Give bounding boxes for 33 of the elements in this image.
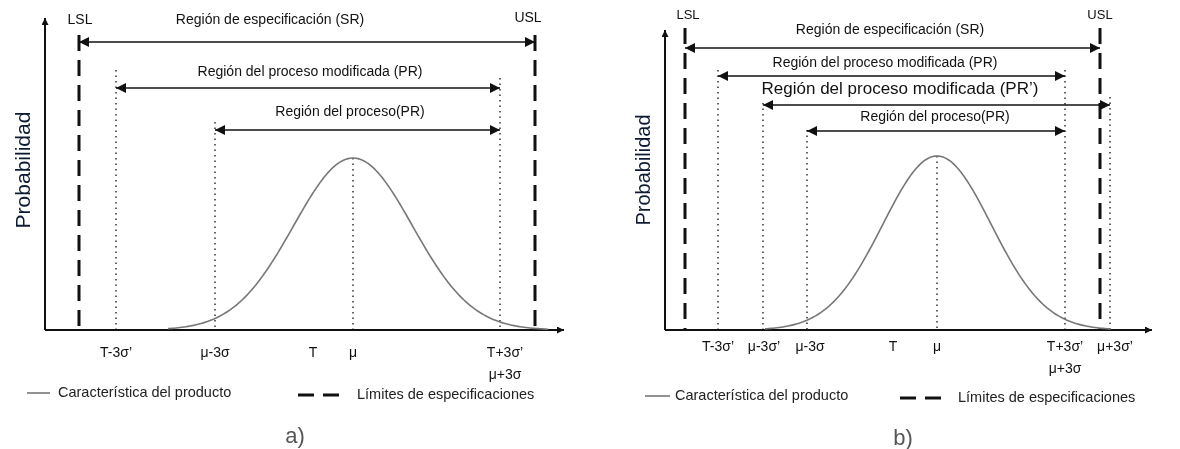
label: Región del proceso modificada (PR) bbox=[772, 55, 998, 69]
label: μ bbox=[348, 345, 358, 359]
label: Región de especificación (SR) bbox=[175, 12, 365, 26]
axis-label: Probabilidad bbox=[633, 114, 653, 226]
label: T-3σ’ bbox=[100, 345, 132, 359]
label: T+3σ’ bbox=[1046, 339, 1084, 353]
legend-text: Límites de especificaciones bbox=[357, 387, 535, 402]
label: T-3σ’ bbox=[702, 339, 734, 353]
label: Región del proceso modificada (PR’) bbox=[761, 80, 1039, 97]
label: Región del proceso(PR) bbox=[275, 104, 425, 118]
label: LSL bbox=[676, 8, 700, 21]
legend-text: Característica del producto bbox=[58, 385, 232, 400]
panel-label: b) bbox=[893, 427, 913, 449]
label: USL bbox=[514, 10, 542, 24]
label: μ+3σ bbox=[488, 367, 522, 381]
label: T+3σ’ bbox=[486, 345, 524, 359]
label: Región de especificación (SR) bbox=[795, 22, 985, 36]
label: μ-3σ’ bbox=[747, 339, 781, 353]
label: μ+3σ’ bbox=[1097, 339, 1133, 353]
label: T bbox=[888, 339, 898, 353]
panel-label: a) bbox=[285, 425, 305, 447]
label: LSL bbox=[67, 12, 93, 26]
legend-text: Característica del producto bbox=[675, 388, 849, 403]
legend-text: Límites de especificaciones bbox=[958, 390, 1136, 405]
label: T bbox=[308, 345, 318, 359]
label: μ-3σ bbox=[200, 345, 230, 359]
label: USL bbox=[1087, 8, 1113, 21]
axis-label: Probabilidad bbox=[11, 111, 33, 229]
label: μ-3σ bbox=[795, 339, 825, 353]
label: μ bbox=[932, 339, 942, 353]
label: μ+3σ bbox=[1048, 361, 1082, 375]
label: Región del proceso(PR) bbox=[860, 109, 1010, 123]
label: Región del proceso modificada (PR) bbox=[197, 64, 423, 78]
